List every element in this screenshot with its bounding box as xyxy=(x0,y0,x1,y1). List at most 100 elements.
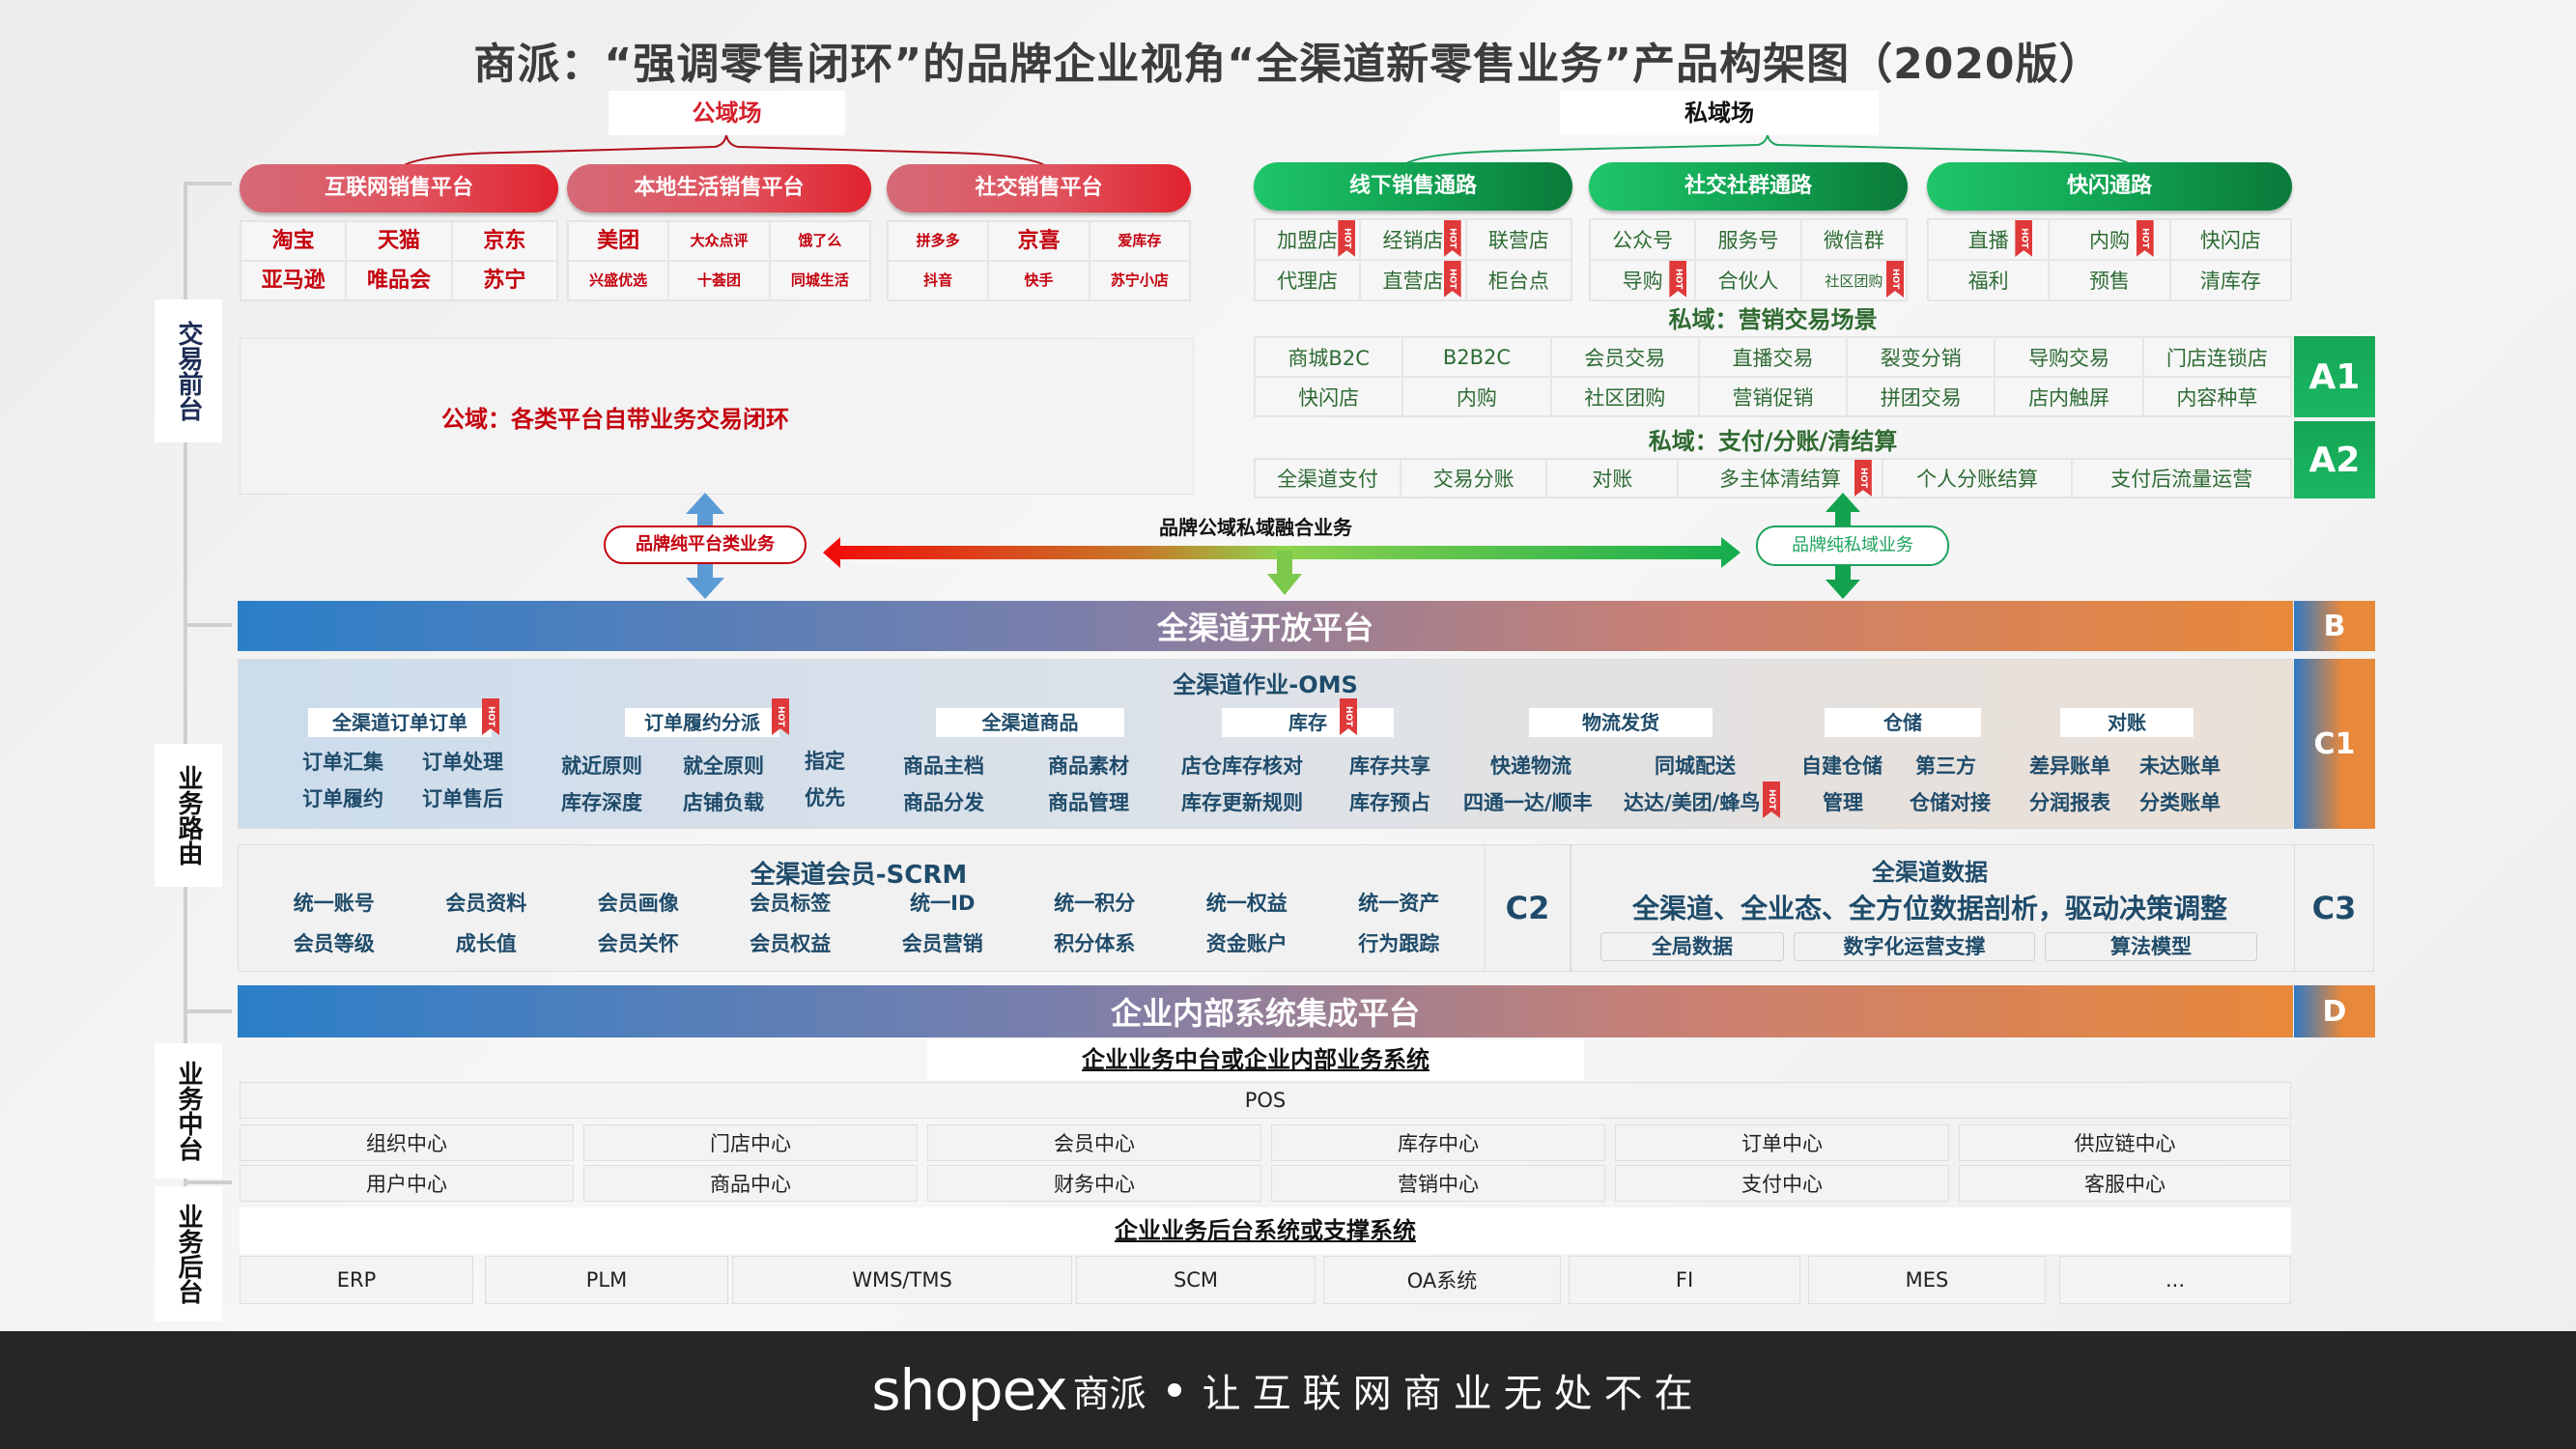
scene-member-trade[interactable]: 会员交易 xyxy=(1550,337,1699,377)
oms-item[interactable]: 订单汇集 xyxy=(302,751,383,774)
scrm-item[interactable]: 会员资料 xyxy=(445,892,527,915)
channel-taobao[interactable]: 淘宝 xyxy=(241,221,347,261)
welfare[interactable]: 福利 xyxy=(1928,260,2050,300)
pure-platform-node[interactable]: 品牌纯平台类业务 xyxy=(604,526,807,564)
scrm-item[interactable]: 成长值 xyxy=(455,932,517,955)
pay-personal-settle[interactable]: 个人分账结算 xyxy=(1882,459,2073,497)
scene-live-trade[interactable]: 直播交易 xyxy=(1698,337,1848,377)
scene-promotion[interactable]: 营销促销 xyxy=(1698,377,1848,416)
scene-fission[interactable]: 裂变分销 xyxy=(1847,337,1996,377)
oms-item[interactable]: 快递物流 xyxy=(1490,754,1571,778)
oms-group-goods[interactable]: 全渠道商品 xyxy=(936,708,1124,737)
scrm-item[interactable]: 会员营销 xyxy=(901,932,983,955)
channel-tmall[interactable]: 天猫 xyxy=(346,221,452,261)
oms-item[interactable]: 商品主档 xyxy=(903,754,984,778)
oms-item[interactable]: 管理 xyxy=(1823,791,1863,814)
scrm-item[interactable]: 会员等级 xyxy=(293,932,375,955)
center-org[interactable]: 组织中心 xyxy=(240,1124,574,1161)
oms-item[interactable]: 就近原则 xyxy=(561,754,642,778)
channel-meituan[interactable]: 美团 xyxy=(568,221,669,261)
store-agent[interactable]: 代理店 xyxy=(1255,260,1361,300)
backend-plm[interactable]: PLM xyxy=(485,1256,728,1304)
oms-group-logistics[interactable]: 物流发货 xyxy=(1529,708,1713,737)
oms-item[interactable]: 就全原则 xyxy=(683,754,764,778)
pure-private-node[interactable]: 品牌纯私域业务 xyxy=(1756,526,1949,566)
oms-item[interactable]: 库存共享 xyxy=(1349,754,1430,778)
oms-item[interactable]: 四通一达/顺丰 xyxy=(1463,791,1593,814)
scrm-item[interactable]: 会员标签 xyxy=(750,892,832,915)
oms-item[interactable]: 商品管理 xyxy=(1048,791,1129,814)
oms-item[interactable]: 未达账单 xyxy=(2139,754,2221,778)
data-item-global[interactable]: 全局数据 xyxy=(1600,932,1784,961)
backend-scm[interactable]: SCM xyxy=(1076,1256,1316,1304)
center-inventory[interactable]: 库存中心 xyxy=(1271,1124,1605,1161)
oms-item[interactable]: 分润报表 xyxy=(2029,791,2110,814)
channel-aikucun[interactable]: 爱库存 xyxy=(1089,221,1190,261)
pos-system[interactable]: POS xyxy=(240,1082,2291,1119)
scrm-item[interactable]: 统一资产 xyxy=(1358,892,1440,915)
oms-item[interactable]: 分类账单 xyxy=(2139,791,2221,814)
oms-item[interactable]: 同城配送 xyxy=(1655,754,1736,778)
presale[interactable]: 预售 xyxy=(2049,260,2170,300)
oms-item[interactable]: 达达/美团/蜂鸟 xyxy=(1624,791,1761,814)
scene-group-buy[interactable]: 拼团交易 xyxy=(1847,377,1996,416)
backend-more[interactable]: ... xyxy=(2059,1256,2291,1304)
oms-item[interactable]: 订单售后 xyxy=(422,787,503,810)
scene-content[interactable]: 内容种草 xyxy=(2142,377,2291,416)
oms-item[interactable]: 库存更新规则 xyxy=(1181,791,1303,814)
flash-store[interactable]: 快闪店 xyxy=(2169,219,2291,260)
wechat-group[interactable]: 微信群 xyxy=(1800,219,1907,260)
oms-group-warehouse[interactable]: 仓储 xyxy=(1825,708,1981,737)
oms-item[interactable]: 店仓库存核对 xyxy=(1181,754,1303,778)
oms-item[interactable]: 第三方 xyxy=(1915,754,1976,778)
oms-item[interactable]: 指定优先 xyxy=(805,750,845,810)
backend-wms-tms[interactable]: WMS/TMS xyxy=(732,1256,1072,1304)
pay-post-traffic[interactable]: 支付后流量运营 xyxy=(2072,459,2291,497)
oms-item[interactable]: 库存预占 xyxy=(1349,791,1430,814)
oms-group-reconcile[interactable]: 对账 xyxy=(2060,708,2194,737)
oms-group-inventory[interactable]: 库存 xyxy=(1222,708,1394,737)
center-order[interactable]: 订单中心 xyxy=(1615,1124,1949,1161)
pay-reconcile[interactable]: 对账 xyxy=(1546,459,1679,497)
oms-item[interactable]: 订单履约 xyxy=(302,787,383,810)
channel-pinduoduo[interactable]: 拼多多 xyxy=(888,221,989,261)
oms-item[interactable]: 自建仓储 xyxy=(1801,754,1882,778)
scene-community[interactable]: 社区团购 xyxy=(1550,377,1699,416)
service-account[interactable]: 服务号 xyxy=(1695,219,1801,260)
scene-internal[interactable]: 内购 xyxy=(1402,377,1551,416)
center-store[interactable]: 门店中心 xyxy=(583,1124,918,1161)
center-finance[interactable]: 财务中心 xyxy=(927,1165,1261,1202)
channel-jd[interactable]: 京东 xyxy=(451,221,557,261)
store-joint[interactable]: 联营店 xyxy=(1465,219,1571,260)
scene-b2b2c[interactable]: B2B2C xyxy=(1402,337,1551,377)
oms-item[interactable]: 库存深度 xyxy=(561,791,642,814)
scrm-item[interactable]: 统一ID xyxy=(910,892,976,915)
backend-oa[interactable]: OA系统 xyxy=(1323,1256,1561,1304)
channel-suning-store[interactable]: 苏宁小店 xyxy=(1089,261,1190,300)
scrm-item[interactable]: 会员关怀 xyxy=(597,932,679,955)
scrm-item[interactable]: 统一账号 xyxy=(293,892,375,915)
pay-omnichannel[interactable]: 全渠道支付 xyxy=(1255,459,1401,497)
oms-item[interactable]: 店铺负载 xyxy=(683,791,764,814)
channel-social-community[interactable]: 社交社群通路 xyxy=(1589,162,1908,211)
store-counter[interactable]: 柜台点 xyxy=(1465,260,1571,300)
channel-dianping[interactable]: 大众点评 xyxy=(668,221,770,261)
channel-douyin[interactable]: 抖音 xyxy=(888,261,989,300)
center-payment[interactable]: 支付中心 xyxy=(1615,1165,1949,1202)
backend-fi[interactable]: FI xyxy=(1569,1256,1800,1304)
channel-suning[interactable]: 苏宁 xyxy=(451,261,557,300)
backend-erp[interactable]: ERP xyxy=(240,1256,473,1304)
scene-touchscreen[interactable]: 店内触屏 xyxy=(1995,377,2143,416)
channel-xingsheng[interactable]: 兴盛优选 xyxy=(568,261,669,300)
center-goods[interactable]: 商品中心 xyxy=(583,1165,918,1202)
channel-vip[interactable]: 唯品会 xyxy=(346,261,452,300)
oms-group-dispatch[interactable]: 订单履约分派 xyxy=(625,708,779,737)
scrm-item[interactable]: 资金账户 xyxy=(1205,932,1288,955)
platform-local-life[interactable]: 本地生活销售平台 xyxy=(567,164,871,213)
omnichannel-open-platform-bar[interactable]: 全渠道开放平台 xyxy=(238,601,2293,651)
